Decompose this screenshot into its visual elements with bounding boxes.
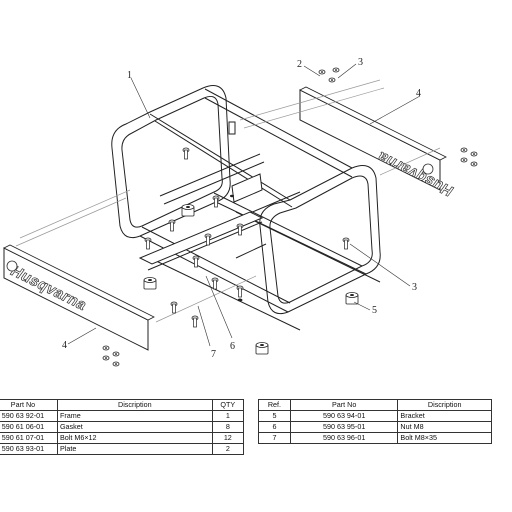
table-row: 6 590 63 95-01 Nut M8	[258, 421, 492, 433]
column-header: Part No	[0, 399, 58, 411]
callouts: 1 2 3 4 3 5 4 6 7	[62, 57, 421, 360]
callout-3-right: 3	[412, 282, 417, 293]
description-cell: Nut M8	[397, 421, 492, 433]
parts-table-right: Ref. Part No Discription 5 590 63 94-01 …	[258, 399, 492, 444]
callout-5: 5	[372, 305, 377, 316]
part-no-cell: 590 63 96-01	[289, 432, 399, 444]
ref-cell: 7	[258, 432, 291, 444]
front-plate: Husqvarna	[3, 244, 155, 351]
table-row: 590 61 07-01 Bolt M6×12 12	[0, 432, 245, 444]
part-no-cell: 590 61 06-01	[0, 421, 58, 433]
table-row: 590 61 06-01 Gasket 8	[0, 421, 245, 433]
callout-3-top: 3	[358, 57, 363, 68]
rear-plate: Husqvarna	[299, 86, 457, 199]
description-cell: Bolt M6×12	[56, 432, 213, 444]
column-header: Discription	[56, 399, 213, 411]
description-cell: Frame	[56, 410, 213, 422]
table-row: 7 590 63 96-01 Bolt M8×35	[258, 432, 492, 444]
column-header: Part No	[289, 399, 399, 411]
description-cell: Bracket	[397, 410, 492, 422]
callout-2: 2	[297, 59, 302, 70]
column-header: Discription	[397, 399, 492, 411]
column-header: Ref.	[258, 399, 291, 411]
callout-6: 6	[230, 341, 235, 352]
part-no-cell: 590 63 95-01	[289, 421, 399, 433]
callout-4-left: 4	[62, 340, 67, 351]
table-row: 590 63 92-01 Frame 1	[0, 410, 245, 422]
ref-cell: 5	[258, 410, 291, 422]
qty-cell: 1	[211, 410, 245, 422]
callout-4-top: 4	[416, 88, 421, 99]
background-rails	[15, 79, 441, 323]
part-no-cell: 590 63 92-01	[0, 410, 58, 422]
part-no-cell: 590 63 93-01	[0, 443, 58, 455]
column-header: QTY	[211, 399, 245, 411]
callout-1: 1	[127, 70, 132, 81]
part-no-cell: 590 61 07-01	[0, 432, 58, 444]
parts-table-left: Part No Discription QTY 590 63 92-01 Fra…	[0, 399, 245, 455]
part-no-cell: 590 63 94-01	[289, 410, 399, 422]
exploded-frame-diagram: Husqvarna Husqvarna	[3, 57, 478, 367]
callout-7: 7	[211, 349, 216, 360]
description-cell: Bolt M8×35	[397, 432, 492, 444]
qty-cell: 2	[211, 443, 245, 455]
description-cell: Gasket	[56, 421, 213, 433]
description-cell: Plate	[56, 443, 213, 455]
ref-cell: 6	[258, 421, 291, 433]
qty-cell: 12	[211, 432, 245, 444]
table-row: 5 590 63 94-01 Bracket	[258, 410, 492, 422]
qty-cell: 8	[211, 421, 245, 433]
fasteners	[102, 67, 478, 367]
leader-lines	[67, 63, 421, 347]
table-row: 590 63 93-01 Plate 2	[0, 443, 245, 455]
